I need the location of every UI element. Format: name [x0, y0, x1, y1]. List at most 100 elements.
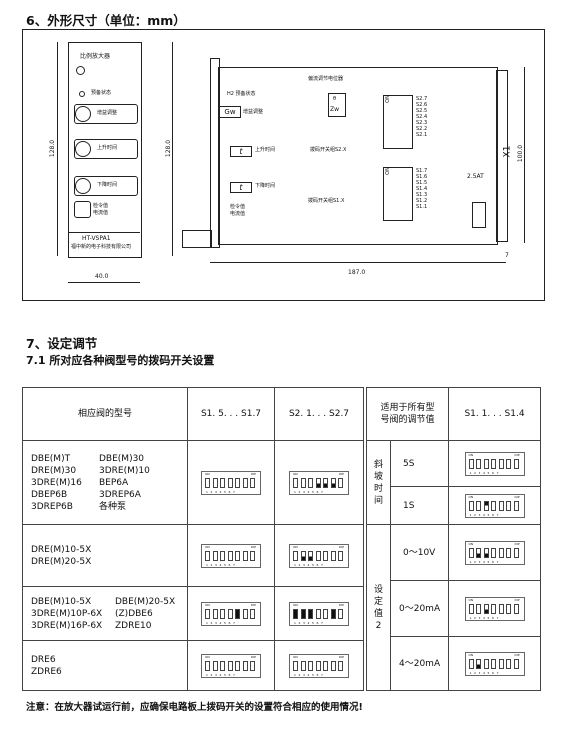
dip-switch-lever [250, 660, 255, 671]
fall-knob-icon [75, 178, 91, 194]
s1-label: S1.7 [416, 168, 428, 174]
dip-switch-lever [227, 477, 233, 488]
s2-caption: 拨码开关组S2.X [310, 147, 347, 153]
dip-switch-lever [476, 458, 482, 469]
dip-on-text: ON [205, 654, 210, 659]
valve-model: ZDRE6 [31, 666, 62, 677]
dip-switch-lever [242, 477, 248, 488]
dip-switch-lever [338, 550, 343, 561]
panel-divider [68, 232, 140, 233]
rise-time-box: t [230, 146, 252, 157]
header-s1: S1. 5. . . S1.7 [187, 387, 275, 441]
side-bracket [182, 230, 212, 248]
dip-switch-lever [212, 660, 218, 671]
section-7-title: 7、设定调节 [26, 336, 98, 351]
dim-line-height [57, 42, 58, 256]
dim-small: 7 [505, 252, 509, 259]
gw-label: 增益调整 [243, 109, 264, 115]
s2-labels: S2.7 S2.6 S2.5 S2.4 S2.3 S2.2 S2.1 [416, 96, 436, 138]
front-title: 比例放大器 [80, 53, 111, 60]
dip-switch-lever [300, 477, 306, 488]
dip-switch-lever [308, 608, 313, 619]
dip-switch-lever [300, 608, 306, 619]
dip-switch-lever [315, 550, 321, 561]
dip-numbers: 1234567 [469, 670, 502, 675]
dip-numbers: 1234567 [206, 620, 238, 625]
dip-switch-lever [491, 500, 497, 511]
adjust-dip-table: 适用于所有型 号阀的调节值 S1. 1. . . S1.4 斜 坡 时 间 5S… [365, 387, 542, 691]
adjust-value: 1S [389, 486, 450, 525]
dip-switch-lever [330, 550, 336, 561]
h2-label: H2 预备状态 [227, 91, 256, 97]
dip-switch-lever [205, 550, 210, 561]
dip-on-text: ON [293, 654, 298, 659]
dip-dip-text: DIP [250, 602, 256, 607]
side-front-plate [210, 58, 220, 248]
dip-switch-lever [212, 550, 218, 561]
rise-time-label: 上升时间 [255, 147, 276, 153]
dip-switch-lever [491, 547, 497, 558]
dip-dip-text: DIP [250, 471, 256, 476]
dip-switch-lever [491, 458, 497, 469]
dip-on-text: ON [468, 597, 474, 602]
ramp-char: 间 [373, 495, 383, 506]
dip-numbers: 1234567 [294, 562, 326, 567]
dip-switch-lever [235, 477, 240, 488]
setpoint-char: 值 [373, 608, 383, 619]
s1-label: S1.5 [416, 180, 428, 186]
dip-numbers: 1234567 [294, 489, 326, 494]
dip-switch-lever [330, 660, 336, 671]
dip-switch-lever [293, 608, 298, 619]
dip-on-text: ON [205, 544, 210, 549]
connector-x1 [496, 70, 508, 242]
dip-numbers: 1234567 [469, 559, 502, 564]
dip-dip-text: DIP [514, 597, 520, 602]
dip-switch-lever [498, 547, 504, 558]
s1-label: S1.2 [416, 198, 428, 204]
s2-label: S2.4 [416, 114, 428, 120]
valve-model: 3DRE(M)16P-6X [31, 620, 103, 631]
note-text: 注意：在放大器试运行前，应确保电路板上拨码开关的设置符合相应的使用情况! [26, 702, 363, 713]
dip-switch-lever [300, 660, 306, 671]
fall-time-box: t [230, 182, 252, 193]
pot-zw: Zw [330, 106, 340, 113]
dim-depth: 187.0 [348, 269, 366, 276]
dip-switch-lever [468, 658, 474, 669]
dip-numbers: 1234567 [469, 512, 502, 517]
dip-on-text: ON [468, 652, 474, 657]
header-s2: S2. 1. . . S2.7 [274, 387, 364, 441]
dip-switch-lever [506, 547, 512, 558]
dip-switch-lever [338, 477, 343, 488]
dip-switch-lever [220, 608, 225, 619]
dip-switch-lever [242, 550, 248, 561]
dip-switch-lever [323, 608, 328, 619]
test-socket-icon [74, 201, 91, 218]
gain-knob-icon [75, 106, 91, 122]
dip-switch-lever [468, 603, 474, 614]
dip-switch-lever [498, 603, 504, 614]
ramp-char: 斜 [373, 459, 383, 470]
ramp-char: 坡 [373, 471, 383, 482]
dip-switch-lever [483, 500, 489, 511]
front-panel [68, 42, 142, 258]
dip-switch-lever [468, 500, 474, 511]
dim-line-width [68, 282, 140, 283]
valve-model: DRE6 [31, 654, 56, 665]
dip-switch-lever [300, 550, 306, 561]
dip-switch-lever [513, 547, 519, 558]
circuit-board [218, 67, 498, 245]
dip-switch-lever [498, 658, 504, 669]
dip-switch-lever [338, 608, 343, 619]
